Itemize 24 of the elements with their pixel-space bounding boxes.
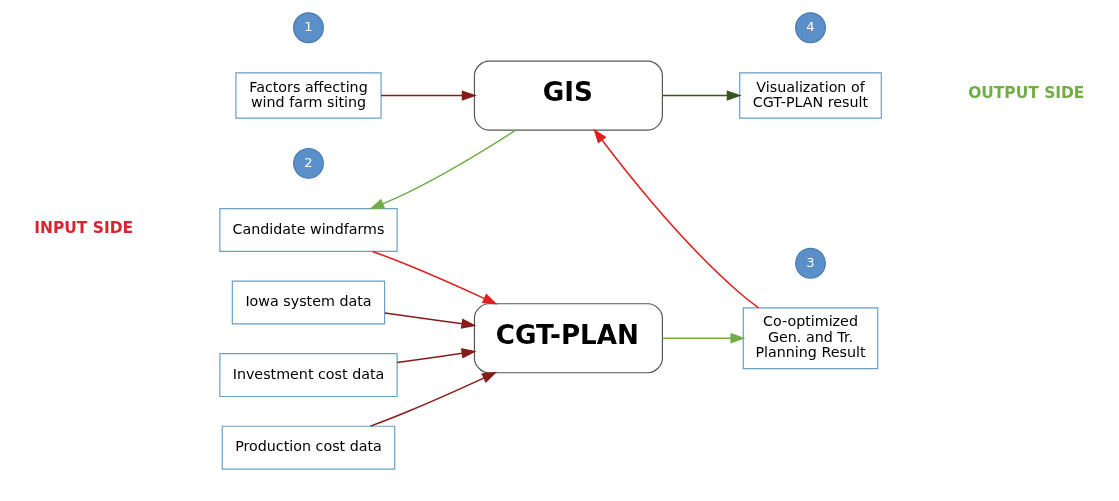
node-box: Iowa system data bbox=[231, 280, 386, 325]
arrow bbox=[661, 332, 746, 344]
arrow bbox=[661, 90, 742, 101]
arrow bbox=[384, 312, 477, 329]
arrow bbox=[593, 128, 760, 309]
node-box: Co-optimized Gen. and Tr. Planning Result bbox=[742, 307, 879, 370]
arrow bbox=[380, 90, 477, 101]
arrow bbox=[369, 371, 498, 427]
node-box: GIS bbox=[473, 60, 663, 131]
node-circle: 3 bbox=[795, 247, 826, 279]
node-circle: 2 bbox=[293, 147, 324, 179]
node-circle: 1 bbox=[293, 12, 324, 44]
label: INPUT SIDE bbox=[34, 218, 134, 237]
arrow bbox=[396, 348, 477, 364]
node-box: Investment cost data bbox=[219, 353, 398, 398]
node-box: Factors affecting wind farm siting bbox=[235, 72, 382, 119]
label: OUTPUT SIDE bbox=[968, 84, 1085, 103]
node-box: Candidate windfarms bbox=[219, 207, 398, 252]
node-box: CGT-PLAN bbox=[473, 303, 663, 374]
node-box: Production cost data bbox=[221, 425, 396, 470]
node-box: Visualization of CGT-PLAN result bbox=[739, 72, 882, 119]
arrow bbox=[369, 129, 517, 210]
arrow bbox=[371, 250, 498, 305]
node-circle: 4 bbox=[795, 12, 826, 44]
